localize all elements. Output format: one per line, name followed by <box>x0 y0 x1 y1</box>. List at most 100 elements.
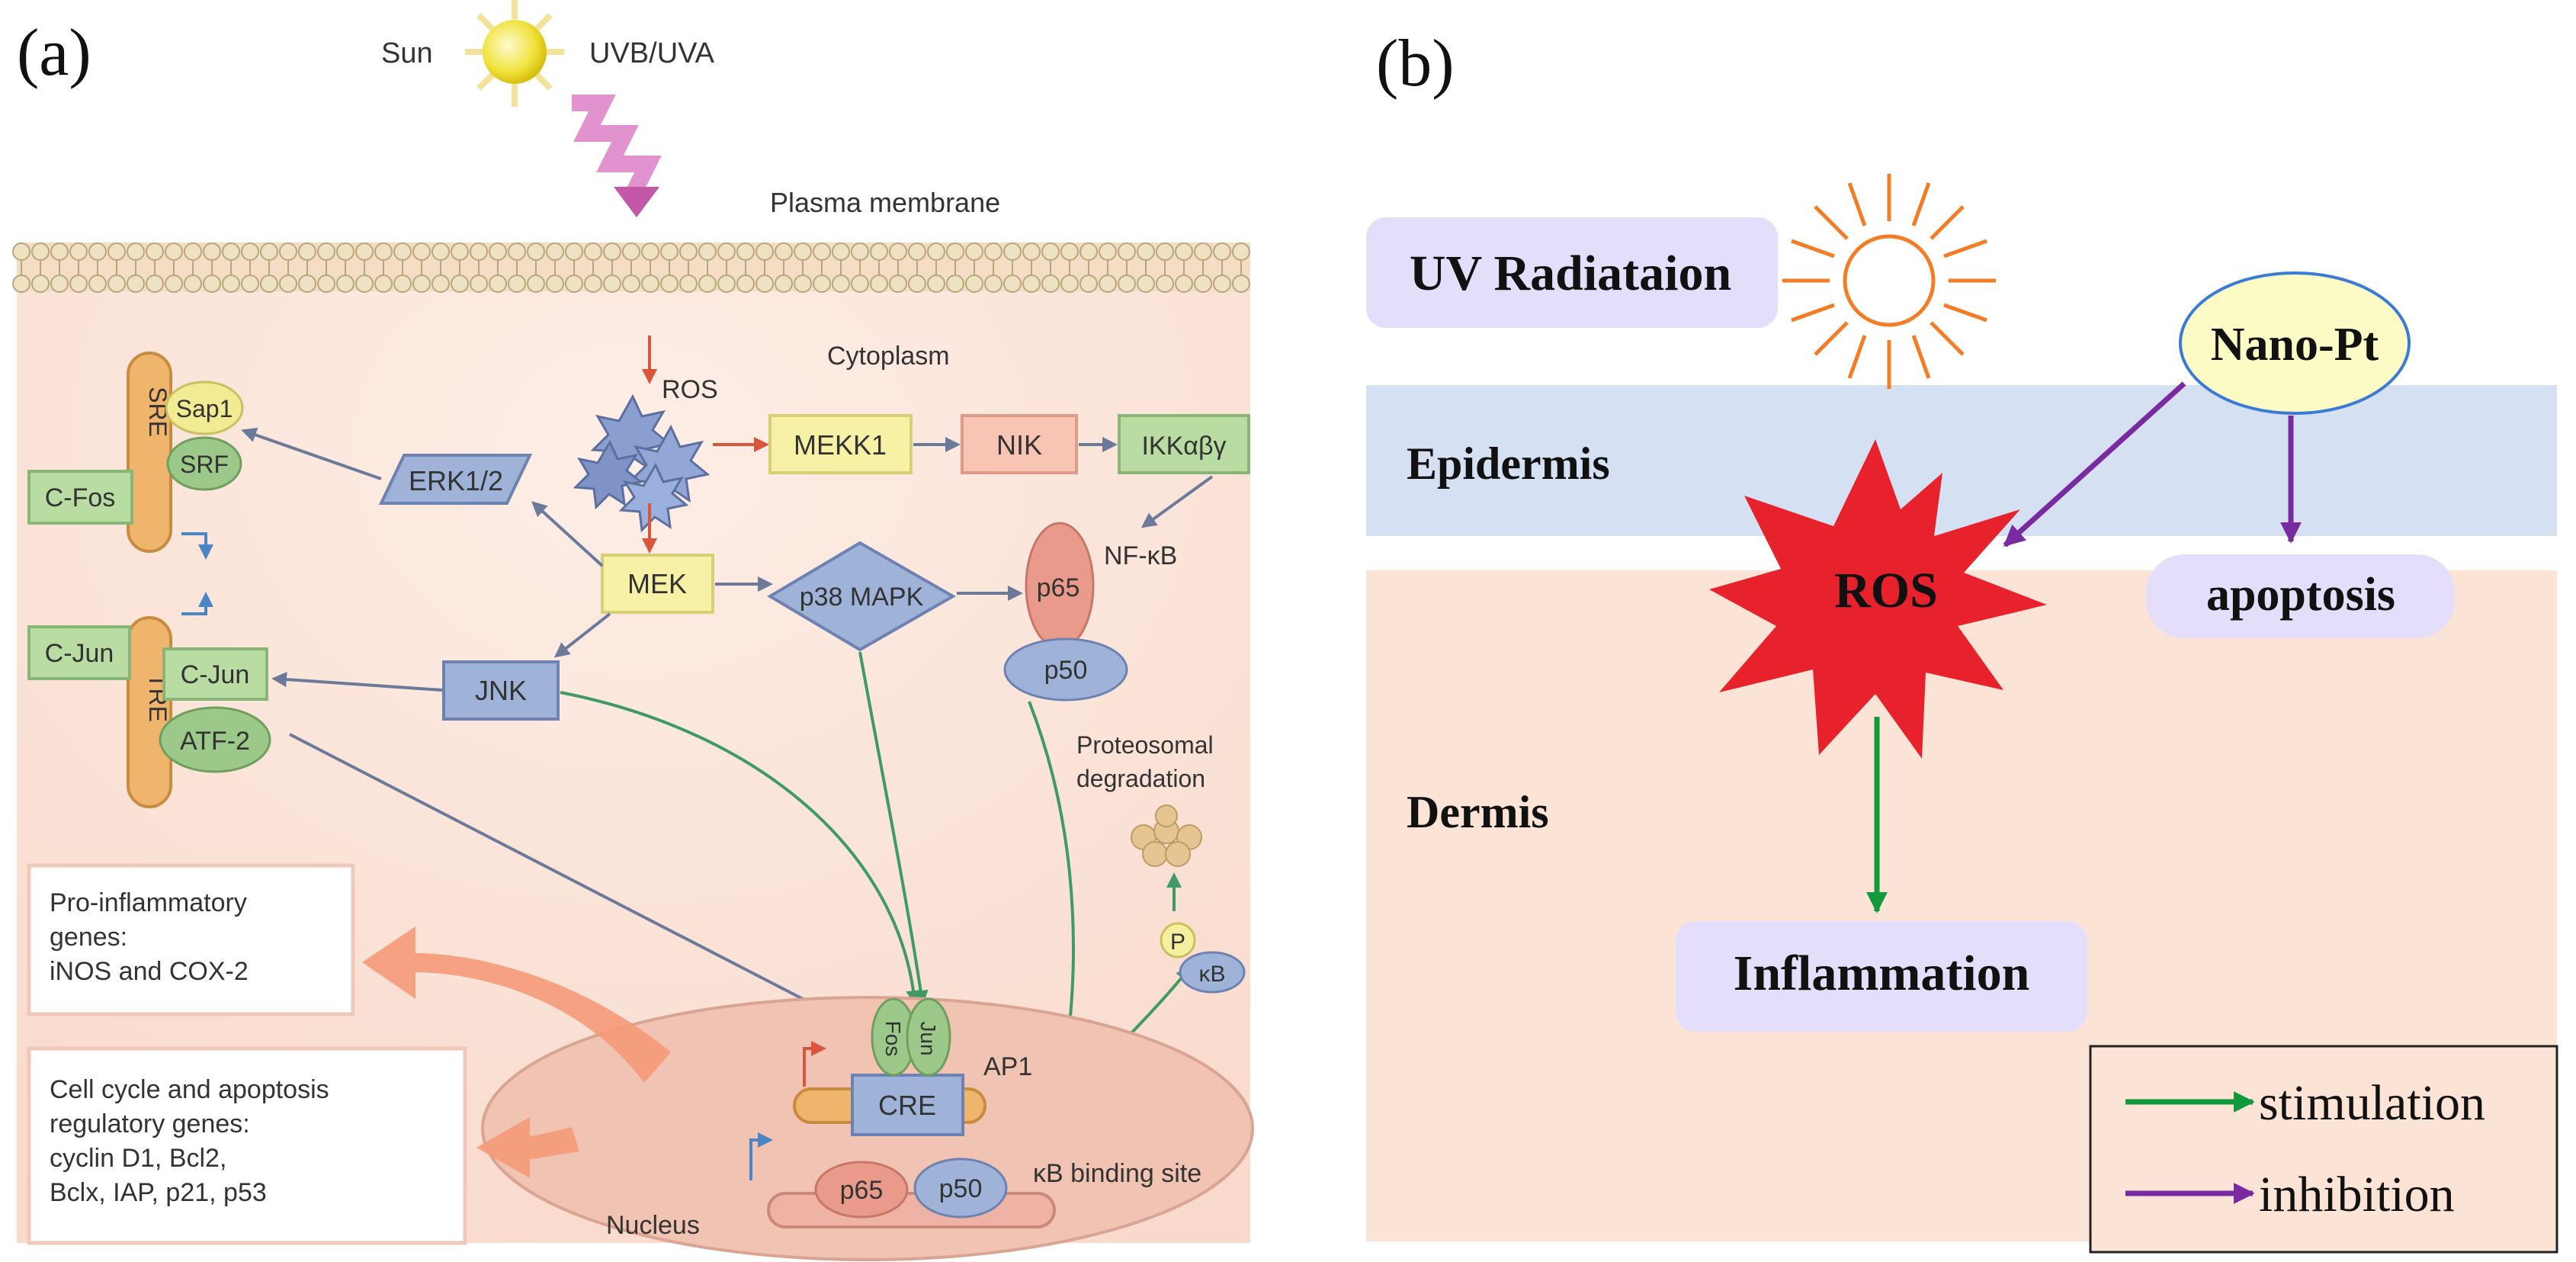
uv-radiation-box <box>1366 217 1778 328</box>
lipid-head <box>241 242 259 261</box>
cre-label: CRE <box>878 1090 936 1121</box>
lipid-head <box>946 275 964 293</box>
cjun-label: C-Jun <box>181 660 250 689</box>
lipid-head <box>717 275 736 293</box>
lipid-head <box>222 242 240 261</box>
lipid-head <box>1022 275 1041 293</box>
tre-bar <box>127 616 172 808</box>
lipid-head <box>165 242 183 261</box>
degradation-cluster-icon <box>1131 804 1202 867</box>
lipid-head <box>12 275 30 293</box>
lipid-head <box>203 242 221 261</box>
nik-label: NIK <box>996 429 1042 461</box>
legend-stimulation-label: stimulation <box>2259 1075 2485 1131</box>
lipid-head <box>813 275 831 293</box>
dermis-label: Dermis <box>1407 787 1549 837</box>
erk-box <box>378 454 533 505</box>
lipid-head <box>927 242 945 261</box>
lipid-head <box>622 242 640 261</box>
sun-label: Sun <box>381 37 433 69</box>
sre-bar <box>127 352 172 553</box>
lipid-head <box>832 242 850 261</box>
mekk1-box <box>768 414 913 474</box>
cjun-left-label: C-Jun <box>45 639 114 668</box>
cc-line-3: cyclin D1, Bcl2, <box>50 1144 226 1173</box>
pro-inflammatory-box <box>27 863 355 1016</box>
lipid-head <box>965 242 983 261</box>
kb-site-label: κB binding site <box>1033 1159 1201 1188</box>
plasma-membrane <box>12 242 1250 293</box>
panel-b: (b) UV Radiataion Epidermis Dermis Nano-… <box>1366 27 2558 1254</box>
lipid-head <box>794 242 812 261</box>
lipid-head <box>908 275 926 293</box>
lipid-head <box>146 275 164 293</box>
lipid-head <box>870 242 888 261</box>
lipid-head <box>889 275 907 293</box>
lipid-head <box>660 242 678 261</box>
lipid-head <box>698 242 717 261</box>
lipid-head <box>470 242 488 261</box>
lipid-head <box>1099 242 1117 261</box>
cytoplasm-label: Cytoplasm <box>827 342 950 371</box>
lipid-head <box>50 275 69 293</box>
p65-label: p65 <box>1037 573 1080 602</box>
pro-line-1: Pro-inflammatory <box>50 888 247 917</box>
epidermis-label: Epidermis <box>1407 438 1610 489</box>
lipid-head <box>755 242 774 261</box>
cc-line-2: regulatory genes: <box>50 1109 250 1138</box>
lipid-head <box>1232 242 1250 261</box>
lipid-head <box>1022 242 1041 261</box>
fos-label: Fos <box>881 1021 905 1057</box>
jnk-box <box>442 660 560 721</box>
lipid-head <box>1137 275 1155 293</box>
mekk1-label: MEKK1 <box>794 429 887 461</box>
cc-line-1: Cell cycle and apoptosis <box>50 1075 329 1104</box>
uv-radiation-label: UV Radiataion <box>1410 246 1731 301</box>
lipid-head <box>298 242 316 261</box>
lipid-head <box>851 242 869 261</box>
lipid-head <box>241 275 259 293</box>
erk-to-sre-arrow <box>241 427 382 480</box>
lipid-head <box>317 275 335 293</box>
lipid-head <box>1156 275 1174 293</box>
lipid-head <box>451 242 469 261</box>
lipid-head <box>736 275 755 293</box>
sap1-label: Sap1 <box>176 395 233 422</box>
p65-nucleus <box>814 1161 909 1219</box>
p50-cyto <box>1003 637 1128 702</box>
lipid-head <box>107 242 126 261</box>
inflammation-box <box>1676 921 2087 1032</box>
lipid-head <box>584 275 602 293</box>
ros-label-a: ROS <box>662 375 718 404</box>
lipid-head <box>127 275 145 293</box>
inflammation-label: Inflammation <box>1734 946 2030 1001</box>
lipid-head <box>431 275 450 293</box>
lipid-head <box>1156 242 1174 261</box>
lipid-head <box>489 242 507 261</box>
atf2-node <box>159 706 271 773</box>
p65-nucleus-label: p65 <box>840 1176 884 1205</box>
legend-box <box>2089 1045 2558 1254</box>
jun-node <box>906 997 951 1077</box>
lipid-head <box>527 275 545 293</box>
lipid-head <box>451 275 469 293</box>
lipid-head <box>470 275 488 293</box>
lipid-head <box>641 242 659 261</box>
apoptosis-box <box>2146 554 2455 638</box>
lipid-head <box>412 242 431 261</box>
lipid-head <box>184 242 202 261</box>
ikk-label: IKKαβγ <box>1141 432 1226 461</box>
lipid-head <box>603 242 621 261</box>
kb-label: κB <box>1198 962 1225 987</box>
erk-label: ERK1/2 <box>409 465 503 496</box>
lipid-head <box>1194 275 1212 293</box>
p-label: P <box>1170 930 1185 955</box>
lipid-head <box>107 275 126 293</box>
lipid-head <box>393 275 412 293</box>
lipid-head <box>69 242 88 261</box>
lipid-head <box>260 242 278 261</box>
lipid-head <box>908 242 926 261</box>
membrane-label: Plasma membrane <box>770 187 1000 218</box>
lipid-head <box>1003 275 1022 293</box>
